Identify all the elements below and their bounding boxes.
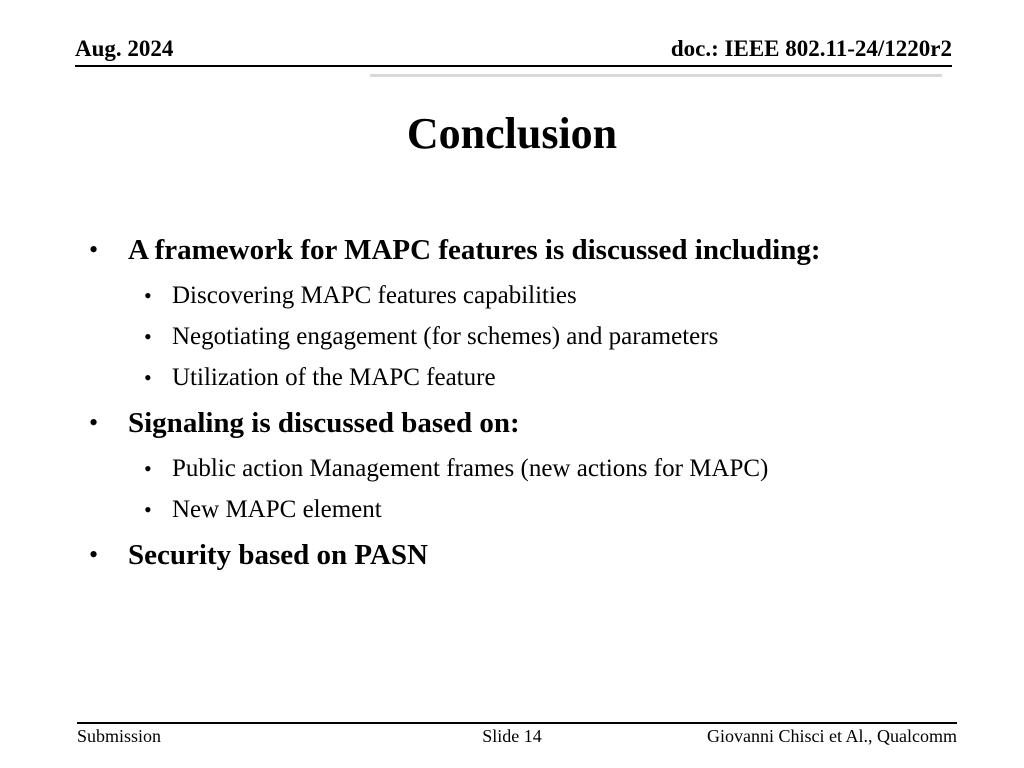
bullet-text: Negotiating engagement (for schemes) and…: [172, 323, 719, 350]
footer-rule: [77, 722, 957, 724]
bullet-marker: •: [144, 497, 152, 522]
bullet-item-level1: • A framework for MAPC features is discus…: [75, 230, 960, 270]
header-date: Aug. 2024: [75, 36, 174, 61]
bullet-item-level2: • New MAPC element: [142, 489, 960, 530]
header-rule-shadow: [370, 74, 942, 77]
bullet-item-level2: • Public action Management frames (new ac…: [142, 448, 960, 489]
bullet-item-level2: • Negotiating engagement (for schemes) an…: [142, 316, 960, 357]
bullet-marker: •: [144, 324, 152, 349]
bullet-text: Public action Management frames (new act…: [172, 455, 769, 482]
bullet-item-level1: • Signaling is discussed based on:: [75, 403, 960, 443]
bullet-text: Signaling is discussed based on:: [128, 407, 520, 439]
footer-authors: Giovanni Chisci et Al., Qualcomm: [707, 726, 957, 746]
bullet-item-level2: • Discovering MAPC features capabilities: [142, 275, 960, 316]
bullet-text: Security based on PASN: [128, 539, 428, 571]
bullet-text: New MAPC element: [172, 496, 382, 523]
header-rule: [75, 65, 952, 67]
bullet-marker: •: [89, 408, 99, 437]
page-title: Conclusion: [406, 109, 618, 158]
bullet-marker: •: [144, 456, 152, 481]
bullet-marker: •: [144, 365, 152, 390]
bullet-text: Utilization of the MAPC feature: [172, 364, 496, 391]
bullet-marker: •: [144, 283, 152, 308]
bullet-item-level2: • Utilization of the MAPC feature: [142, 357, 960, 398]
bullet-list: • A framework for MAPC features is discus…: [75, 230, 960, 575]
bullet-marker: •: [89, 235, 99, 264]
footer-slide-number: Slide 14: [482, 726, 542, 746]
bullet-text: Discovering MAPC features capabilities: [172, 282, 577, 309]
bullet-marker: •: [89, 540, 99, 569]
bullet-item-level1: • Security based on PASN: [75, 535, 960, 575]
bullet-text: A framework for MAPC features is discuss…: [128, 234, 821, 266]
footer-submission: Submission: [77, 726, 162, 746]
header-doc-id: doc.: IEEE 802.11-24/1220r2: [670, 36, 952, 61]
